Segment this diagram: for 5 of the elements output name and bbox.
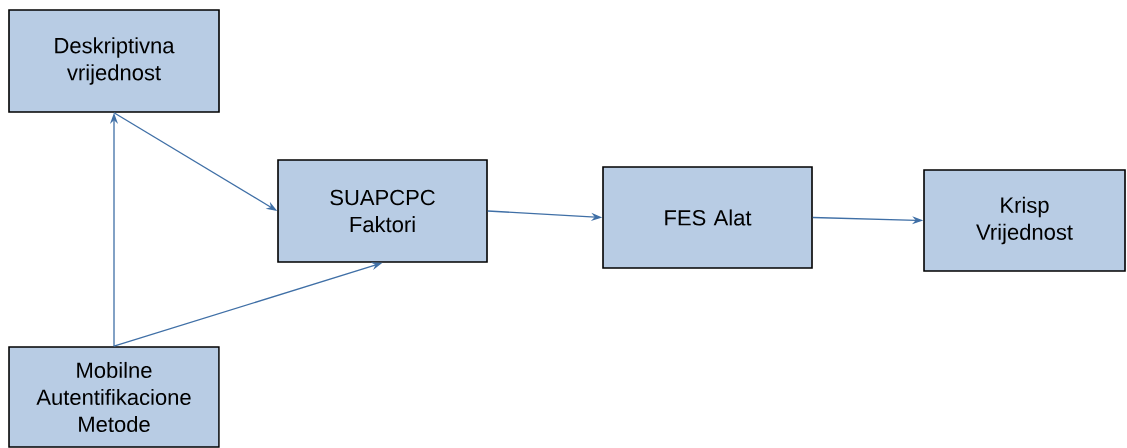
process-box: Mobilne Autentifikacione Metode	[8, 346, 220, 448]
process-box: Krisp Vrijednost	[923, 169, 1126, 272]
process-box: SUAPCPC Faktori	[277, 159, 488, 263]
process-box: FES Alat	[602, 166, 813, 269]
process-box: Deskriptivna vrijednost	[8, 9, 220, 113]
